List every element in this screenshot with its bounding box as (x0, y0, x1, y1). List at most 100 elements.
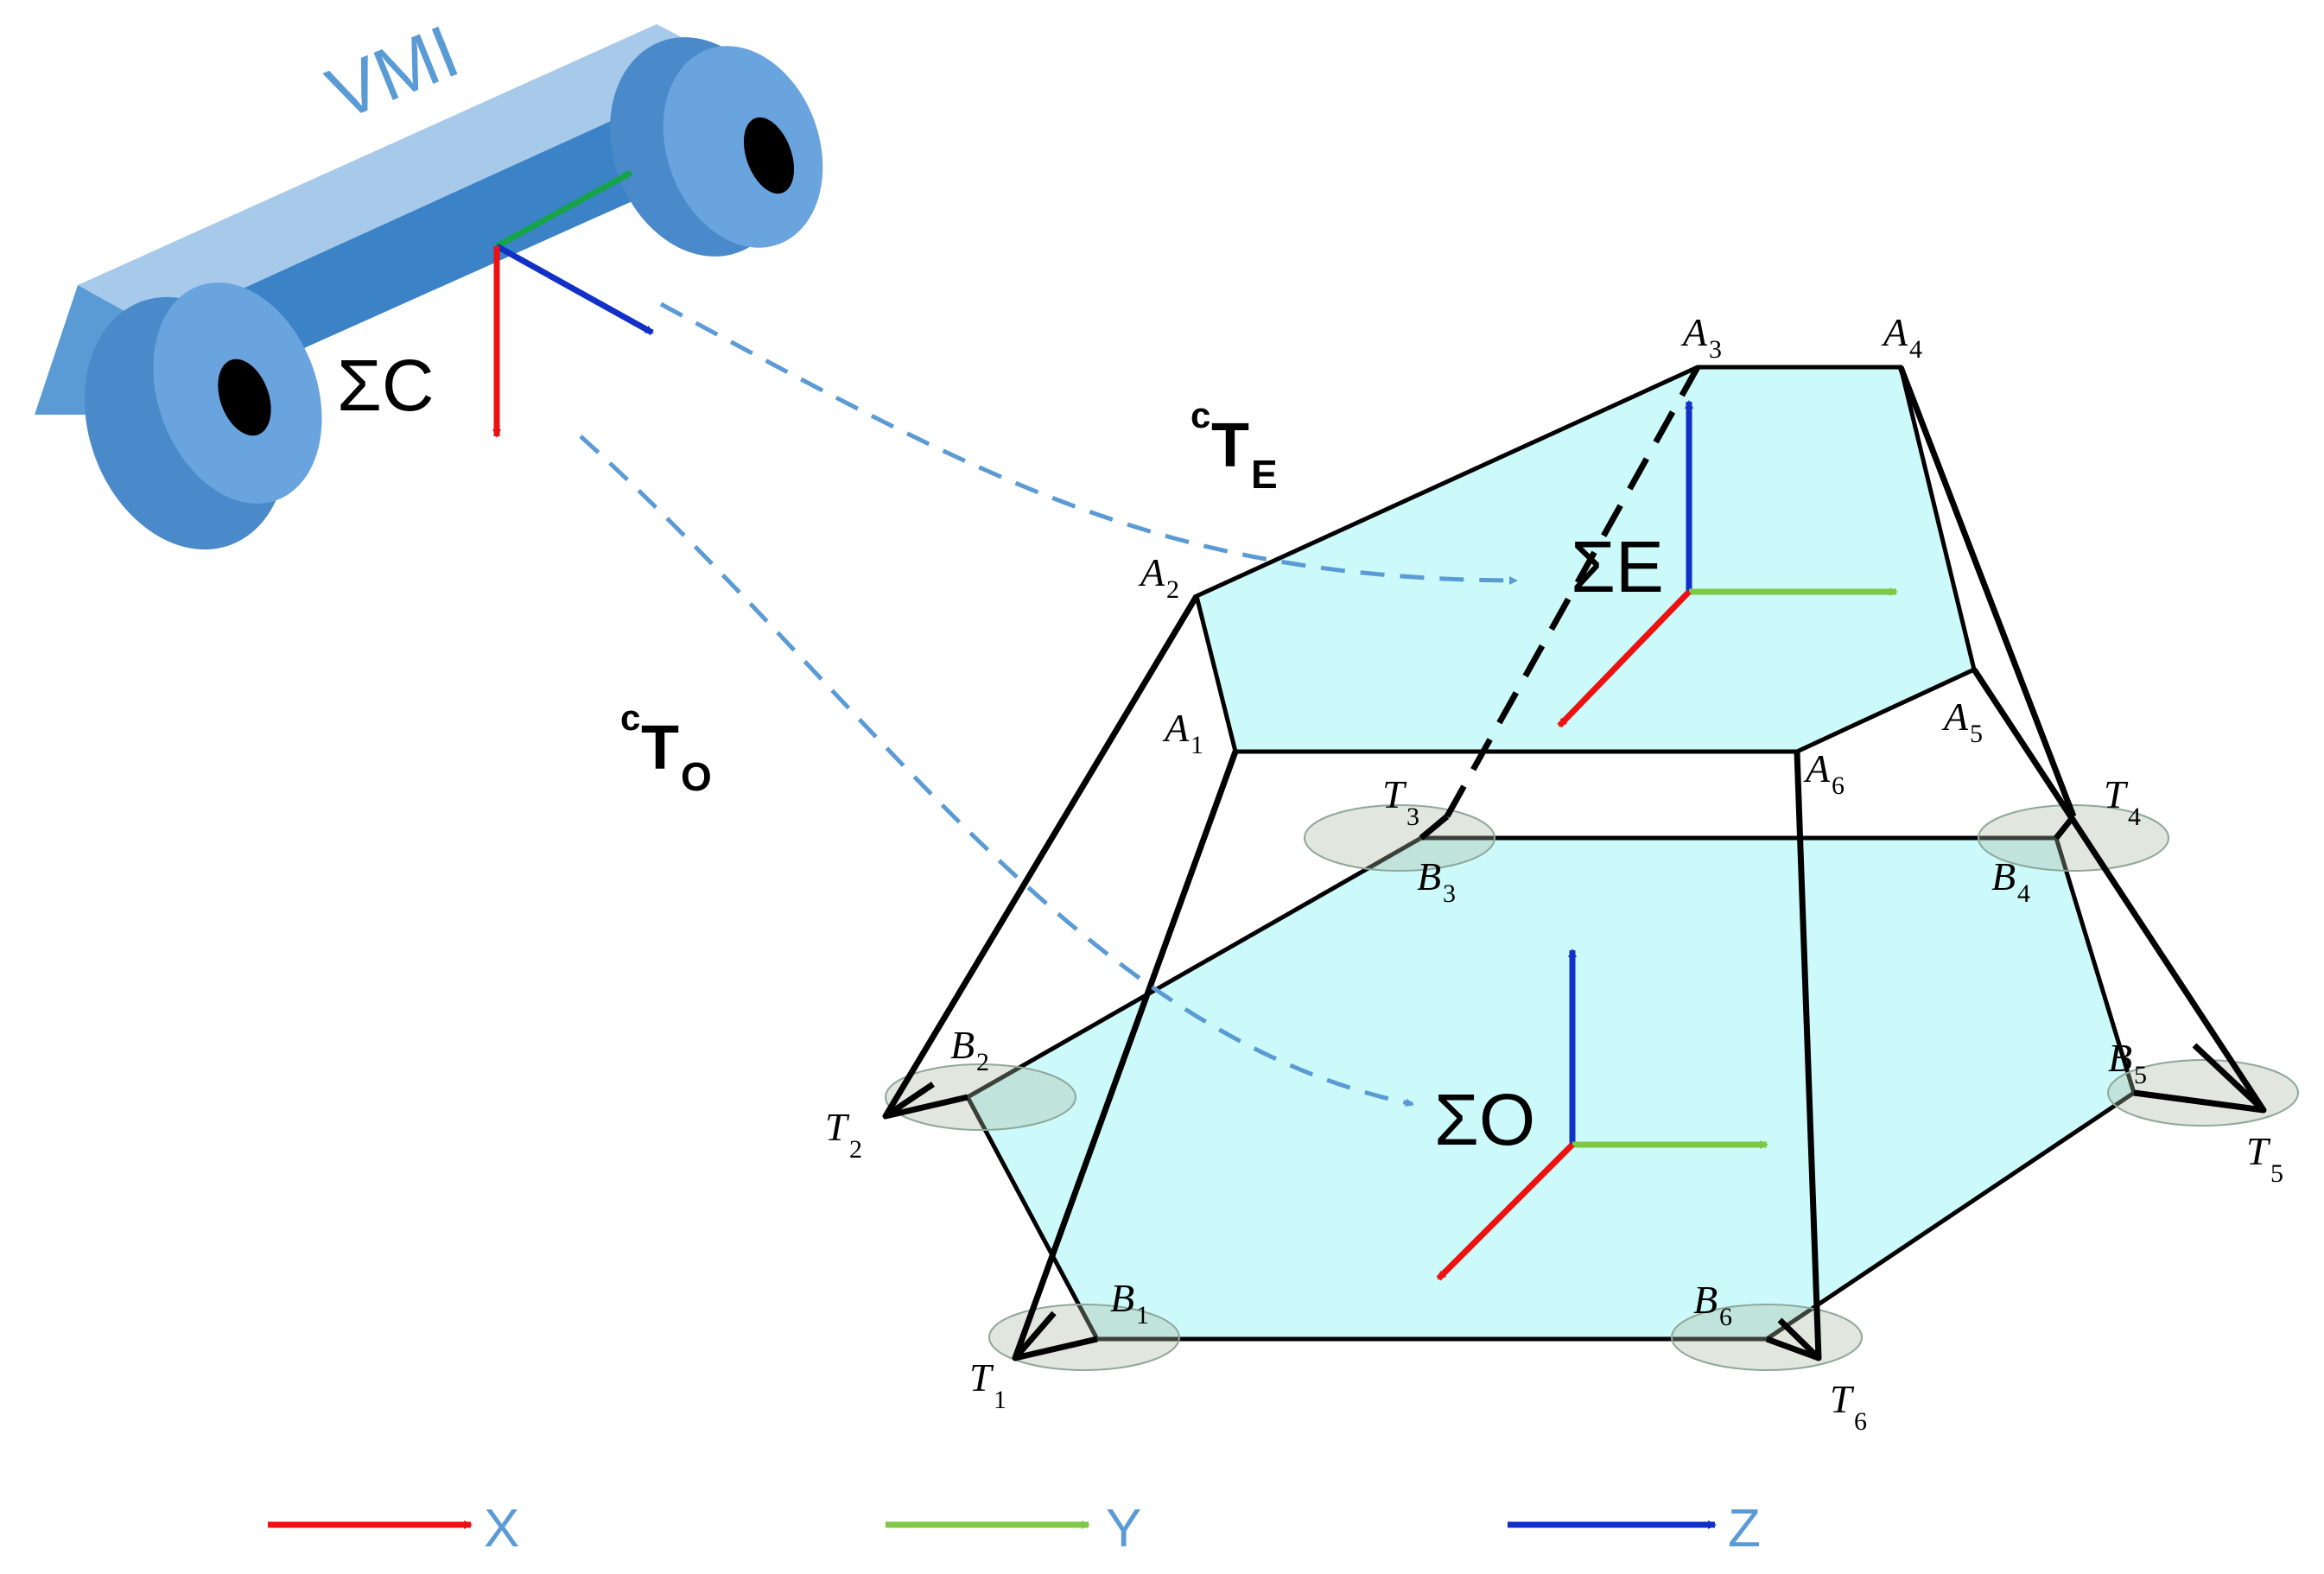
leg-2 (882, 594, 1200, 1118)
cTO-superscript: c (620, 697, 640, 738)
svg-text:2: 2 (976, 1048, 989, 1076)
svg-text:3: 3 (1406, 803, 1419, 831)
svg-text:B: B (950, 1023, 975, 1067)
foot-triangle-2 (882, 1082, 968, 1120)
foot-pad-4 (1978, 804, 2169, 872)
svg-text:T: T (1382, 772, 1407, 816)
foot-triangle-3 (1419, 814, 1450, 841)
svg-text:3: 3 (1709, 335, 1722, 364)
base-x-axis (1436, 1142, 1575, 1281)
svg-text:4: 4 (2017, 879, 2030, 908)
legend-z-label: Z (1728, 1499, 1761, 1558)
cTE-main: T (1211, 411, 1249, 480)
curve-cTO (579, 435, 1414, 1108)
svg-text:2: 2 (1166, 575, 1179, 604)
svg-text:A: A (1138, 550, 1165, 594)
svg-text:B: B (1110, 1276, 1134, 1320)
label-T3: T3 (1382, 772, 1419, 831)
foot-triangle-1 (1012, 1311, 1098, 1361)
vmi-camera-device: VMI (35, 10, 823, 550)
svg-text:A: A (1680, 310, 1708, 354)
leg-1 (1012, 750, 1239, 1360)
transform-label-cTE: c T E (1191, 395, 1278, 497)
legend-x-label: X (484, 1499, 519, 1558)
label-T6: T6 (1830, 1377, 1867, 1436)
svg-text:T: T (2104, 772, 2129, 816)
svg-text:T: T (825, 1105, 850, 1149)
foot-triangle-5 (2133, 1043, 2267, 1114)
camera-frame-label: ΣC (337, 345, 435, 426)
svg-text:B: B (1417, 854, 1441, 898)
vmi-label: VMI (316, 10, 470, 136)
svg-text:5: 5 (1970, 720, 1983, 748)
end-effector-frame-axes (1557, 400, 1898, 728)
camera-z-axis (495, 243, 654, 336)
curve-cTE (659, 301, 1518, 585)
cTE-superscript: c (1191, 395, 1210, 435)
svg-text:4: 4 (2128, 803, 2141, 831)
axis-legend: X Y Z (268, 1499, 1761, 1558)
svg-text:4: 4 (1909, 335, 1922, 364)
svg-text:5: 5 (2270, 1159, 2283, 1188)
transform-label-cTO: c T O (620, 697, 712, 799)
svg-text:6: 6 (1832, 771, 1845, 800)
camera-frame-axes (492, 169, 654, 438)
foot-triangle-6 (1765, 1317, 1822, 1361)
leg-6 (1794, 751, 1822, 1359)
legend-y-label: Y (1106, 1499, 1141, 1558)
svg-text:A: A (1881, 310, 1908, 354)
svg-text:A: A (1941, 695, 1969, 739)
svg-text:B: B (1991, 854, 2016, 898)
label-T4: T4 (2104, 772, 2141, 831)
legend-y: Y (886, 1499, 1141, 1558)
svg-text:6: 6 (1719, 1303, 1732, 1331)
svg-text:A: A (1803, 746, 1831, 790)
svg-text:1: 1 (1191, 731, 1203, 759)
svg-text:2: 2 (849, 1135, 862, 1164)
svg-text:5: 5 (2134, 1061, 2147, 1089)
svg-text:T: T (1830, 1377, 1855, 1421)
base-frame-axes (1436, 949, 1768, 1281)
transform-curves (579, 301, 1518, 1108)
svg-text:6: 6 (1854, 1407, 1867, 1436)
label-T1: T1 (969, 1355, 1006, 1414)
label-T5: T5 (2246, 1129, 2283, 1188)
legend-z: Z (1508, 1499, 1761, 1558)
cTE-subscript: E (1251, 452, 1278, 497)
base-frame-label: ΣO (1434, 1079, 1535, 1160)
foot-triangles (882, 814, 2267, 1361)
svg-text:A: A (1162, 706, 1190, 750)
foot-pad-3 (1304, 804, 1495, 872)
svg-text:B: B (2108, 1036, 2132, 1080)
cTO-subscript: O (681, 754, 712, 799)
legend-x: X (268, 1499, 519, 1558)
camera-y-axis (495, 169, 632, 250)
leg-5 (1972, 668, 2266, 1112)
foot-triangle-4 (2054, 814, 2076, 841)
svg-text:1: 1 (994, 1386, 1006, 1414)
base-platform (885, 804, 2299, 1371)
svg-text:3: 3 (1443, 879, 1456, 908)
end-effector-x-axis (1557, 589, 1692, 728)
label-T2: T2 (825, 1105, 862, 1164)
svg-text:T: T (969, 1355, 994, 1399)
svg-text:B: B (1693, 1278, 1718, 1322)
cTO-main: T (641, 714, 679, 783)
svg-text:1: 1 (1136, 1301, 1149, 1330)
leg-4 (1897, 365, 2077, 818)
svg-text:T: T (2246, 1129, 2271, 1173)
foot-pad-2 (885, 1063, 1076, 1131)
